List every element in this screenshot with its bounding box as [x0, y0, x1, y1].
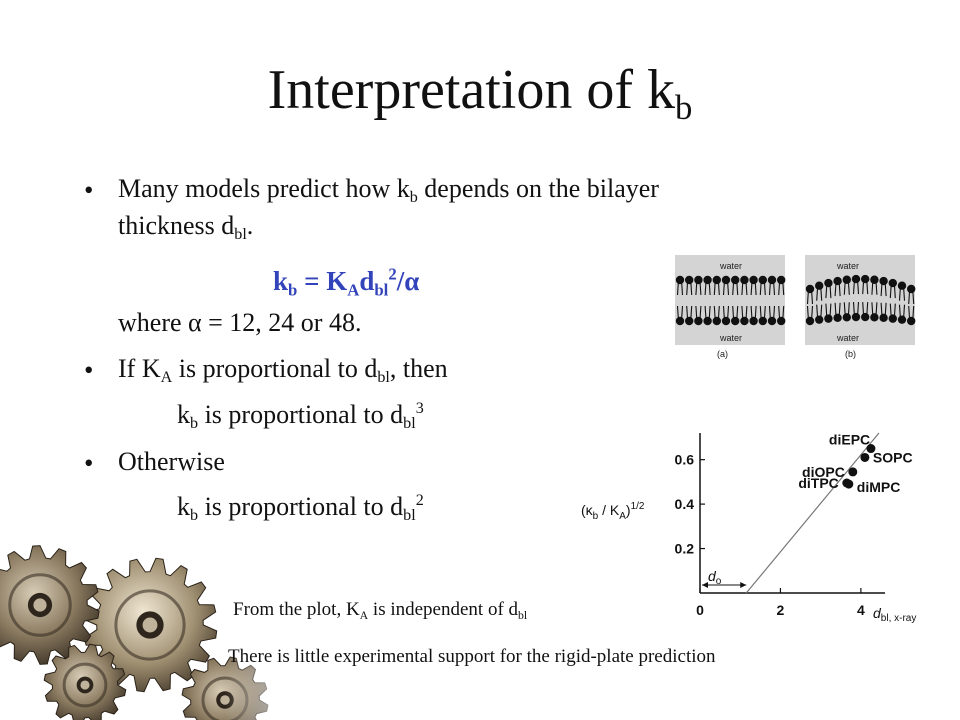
formula: kb = KAdbl2/α	[273, 264, 420, 300]
lipid-molecule	[685, 305, 694, 326]
lipid-molecule	[758, 275, 767, 296]
lipid-molecule	[897, 281, 907, 301]
point-label-diepc: diEPC	[829, 432, 870, 448]
bullet-1-line-1: Many models predict how kb depends on th…	[118, 174, 659, 207]
page-title: Interpretation of kb	[267, 59, 693, 128]
panel-b-background	[805, 255, 915, 345]
panel-a-label: (a)	[717, 349, 728, 359]
x-axis-label: dbl, x-ray	[873, 605, 916, 624]
data-point-dimpc	[844, 479, 854, 489]
point-label-diopc: diOPC	[802, 464, 845, 480]
plot-note: From the plot, KA is independent of dbl	[233, 599, 528, 622]
bullet-3-line-2: kb is proportional to dbl2	[177, 492, 424, 525]
lipid-molecule	[694, 275, 703, 296]
lipid-molecule	[740, 275, 749, 296]
lipid-molecule	[675, 305, 685, 326]
lipid-molecule	[731, 305, 740, 326]
bullet-marker: •	[84, 355, 94, 385]
lipid-molecule	[879, 302, 888, 323]
gears-decoration	[0, 470, 300, 720]
lipid-molecule	[815, 281, 824, 301]
lipid-molecule	[694, 305, 703, 326]
lipid-molecule	[851, 274, 861, 295]
water-label-bottom-b: water	[836, 333, 859, 343]
lipid-molecule	[833, 302, 842, 323]
y-tick-label: 0.4	[675, 496, 695, 512]
point-label-ditpc: diTPC	[798, 475, 838, 491]
lipid-molecule	[721, 275, 731, 296]
fit-line	[745, 432, 880, 594]
lipid-molecule	[842, 302, 851, 322]
bullet-marker: •	[84, 175, 94, 205]
bullet-3-line-1: Otherwise	[118, 447, 225, 476]
lipid-molecule	[888, 278, 897, 299]
lipid-molecule	[861, 301, 870, 322]
lipid-molecule	[749, 305, 758, 326]
lipid-molecule	[712, 305, 721, 326]
point-label-sopc: SOPC	[873, 449, 913, 465]
lipid-molecule	[777, 305, 786, 326]
lipid-molecule	[907, 284, 916, 305]
bullet-1-line-2: thickness dbl.	[118, 211, 254, 244]
panel-a-background	[675, 255, 785, 345]
lipid-molecule	[851, 301, 861, 322]
panel-b-label: (b)	[845, 349, 856, 359]
lipid-molecule	[712, 275, 721, 296]
lipid-molecule	[897, 304, 907, 324]
lipid-molecule	[888, 303, 897, 323]
y-tick-label: 0.2	[675, 541, 695, 557]
offset-arrow	[702, 582, 747, 588]
lipid-molecule	[833, 276, 842, 297]
water-label-top-b: water	[836, 261, 859, 271]
lipid-molecule	[703, 275, 712, 296]
water-label-top-a: water	[719, 261, 742, 271]
offset-label: do	[708, 568, 722, 587]
lipid-molecule	[767, 305, 777, 326]
lipid-molecule	[824, 278, 833, 299]
x-tick-label: 2	[777, 602, 785, 618]
x-tick-label: 4	[857, 602, 865, 618]
lipid-molecule	[907, 305, 916, 326]
lipid-molecule	[767, 275, 777, 296]
lipid-molecule	[805, 305, 815, 326]
lipid-molecule	[749, 275, 758, 296]
lipid-molecule	[824, 303, 833, 323]
lipid-molecule	[731, 275, 740, 296]
lipid-molecule	[758, 305, 767, 326]
lipid-molecule	[805, 284, 815, 305]
bullet-2-line-2: kb is proportional to dbl3	[177, 400, 424, 433]
x-tick-label: 0	[696, 602, 704, 618]
data-point-sopc	[860, 452, 870, 462]
formula-where: where α = 12, 24 or 48.	[118, 308, 362, 337]
y-axis-label: (κb / KA)1/2	[581, 501, 645, 522]
lipid-molecule	[685, 275, 694, 296]
y-tick-label: 0.6	[675, 452, 695, 468]
lipid-molecule	[777, 275, 786, 296]
lipid-molecule	[861, 274, 870, 295]
bilayer-illustration: water water water water (a) (b)	[675, 255, 916, 359]
data-point-diopc	[848, 467, 858, 477]
lipid-molecule	[675, 275, 685, 296]
lipid-molecule	[870, 275, 879, 295]
lipid-molecule	[703, 305, 712, 326]
bullet-2-line-1: If KA is proportional to dbl, then	[118, 354, 448, 387]
water-label-bottom-a: water	[719, 333, 742, 343]
bullet-marker: •	[84, 448, 94, 478]
lipid-molecule	[879, 276, 888, 297]
lipid-molecule	[740, 305, 749, 326]
lipid-molecule	[815, 304, 824, 324]
point-label-dimpc: diMPC	[857, 479, 901, 495]
lipid-molecule	[842, 275, 851, 295]
lipid-molecule	[721, 305, 731, 326]
support-note: There is little experimental support for…	[228, 646, 716, 667]
lipid-molecule	[870, 302, 879, 322]
data-point-diepc	[866, 444, 876, 454]
